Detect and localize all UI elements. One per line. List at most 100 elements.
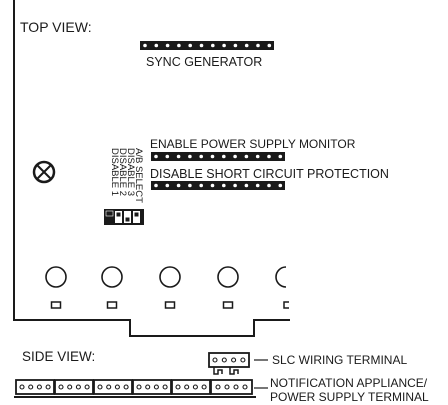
terminal-pin [201,384,207,390]
pin-hole [278,154,283,159]
led-square-partial [283,301,289,309]
pin-hole [199,154,203,159]
notification-label-line2: POWER SUPPLY TERMINAL [270,390,429,404]
slc-pin [240,357,246,363]
top-view: TOP VIEW: SYNC GENERATOR ENABLE POWER SU… [13,0,389,337]
enable-power-supply-label: ENABLE POWER SUPPLY MONITOR [150,137,356,151]
pin-hole [188,154,192,159]
pin-hole [233,43,238,48]
pin-hole [188,183,192,188]
pin-hole [165,43,170,48]
top-view-title: TOP VIEW: [20,19,92,35]
terminal-pin [36,384,42,390]
pin-hole [210,183,215,188]
pin-hole [176,183,181,188]
slc-pin [231,357,237,363]
pin-hole [199,43,204,48]
slc-pin [221,357,227,363]
terminal-block [93,379,133,395]
pin-hole [210,154,215,159]
led-square [164,301,176,309]
led-circle [159,266,181,288]
led-square [50,301,62,309]
terminal-pin [215,384,221,390]
pin-hole [278,183,283,188]
pin-hole [222,154,226,159]
dip-switch [104,209,144,225]
terminal-pin [224,384,230,390]
terminal-pin [184,384,190,390]
pin-hole [154,43,159,48]
led-row [45,266,289,309]
pin-hole [188,43,192,48]
pin-hole [267,183,271,188]
pin-hole [177,43,181,48]
led-square [222,301,234,309]
pin-hole [233,154,237,159]
notification-terminal-right [210,379,253,395]
slc-terminal [208,352,250,375]
pin-hole [165,183,170,188]
pin-hole [143,43,147,48]
slc-pin [212,357,218,363]
pin-hole [233,183,237,188]
terminal-pin [19,384,25,390]
terminal-pin [106,384,112,390]
terminal-pin [28,384,34,390]
terminal-block [15,379,55,395]
notification-terminal-blocks [15,379,211,395]
power-supply-connector [151,152,285,161]
slc-label: SLC WIRING TERMINAL [272,353,407,367]
terminal-pin [45,384,51,390]
sync-generator-label: SYNC GENERATOR [146,55,262,69]
terminal-pin [242,384,248,390]
led-circle [101,266,123,288]
side-view: SIDE VIEW: SLC WIRING TERMINAL NOTIFICAT… [14,349,429,404]
terminal-pin [67,384,73,390]
led-circle [217,266,239,288]
dip-labels: A/B SELECT DISABLE 3 DISABLE 2 DISABLE 1 [109,148,144,203]
short-circuit-connector [151,181,285,190]
led-square [106,301,118,309]
terminal-block [171,379,211,395]
pin-hole [244,154,249,159]
pin-hole [222,183,226,188]
pin-hole [165,154,170,159]
terminal-pin [97,384,103,390]
terminal-pin [175,384,181,390]
pin-hole [256,43,260,48]
terminal-pin [145,384,151,390]
terminal-pin [123,384,129,390]
dip-label-disable-2: DISABLE 2 [117,148,128,196]
terminal-pin [192,384,198,390]
dip-label-ab-select: A/B SELECT [133,148,144,203]
mounting-screw-icon [32,160,56,184]
pin-hole [222,43,226,48]
pin-hole [255,154,260,159]
pin-hole [244,183,249,188]
pin-hole [199,183,203,188]
dip-label-disable-1: DISABLE 1 [109,148,120,196]
terminal-pin [114,384,120,390]
pin-hole [244,43,249,48]
pin-hole [154,183,158,188]
pin-hole [255,183,260,188]
notification-label-line1: NOTIFICATION APPLIANCE/ [270,376,428,390]
led-circle-partial [275,266,287,288]
board-outline [13,0,290,337]
side-view-title: SIDE VIEW: [22,349,95,364]
terminal-pin [58,384,64,390]
led-circle [45,266,67,288]
pin-hole [176,154,181,159]
terminal-block [132,379,172,395]
pin-hole [267,43,272,48]
sync-generator-connector [140,41,274,50]
pin-hole [154,154,158,159]
terminal-pin [233,384,239,390]
pin-hole [211,43,215,48]
terminal-pin [75,384,81,390]
terminal-pin [84,384,90,390]
disable-short-circuit-label: DISABLE SHORT CIRCUIT PROTECTION [150,167,389,181]
terminal-pin [136,384,142,390]
